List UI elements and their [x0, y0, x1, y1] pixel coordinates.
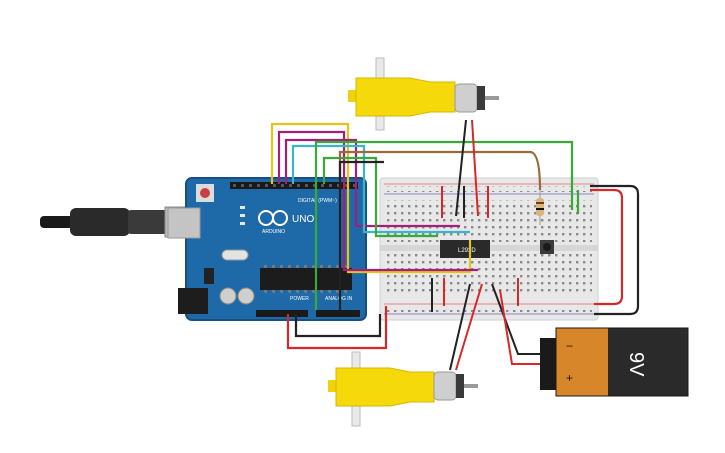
- wire-motor1-black[interactable]: [455, 119, 467, 217]
- crystal-oscillator: [221, 249, 249, 261]
- voltage-regulator: [204, 268, 214, 284]
- wire-motor2-black[interactable]: [449, 283, 471, 371]
- wire-magenta-1[interactable]: [277, 130, 478, 272]
- digital-header[interactable]: [230, 182, 358, 189]
- capacitor: [219, 287, 237, 305]
- dc-motor-top[interactable]: [348, 57, 499, 131]
- capacitor: [237, 287, 255, 305]
- wire-magenta-2[interactable]: [284, 138, 460, 228]
- board-brand-label: ARDUINO: [262, 229, 285, 235]
- dc-motor-bottom[interactable]: [328, 351, 478, 427]
- usb-port: [167, 207, 201, 239]
- resistor[interactable]: [536, 190, 544, 225]
- wire-yellow[interactable]: [270, 122, 472, 274]
- jumper-red[interactable]: [441, 186, 519, 306]
- push-button[interactable]: [540, 240, 554, 254]
- chip-label: L293D: [458, 248, 476, 254]
- power-header[interactable]: [256, 310, 308, 317]
- arduino-logo-icon: [258, 210, 288, 226]
- led-l: [240, 206, 245, 209]
- battery-voltage-label: 9V: [625, 352, 647, 377]
- board-model-label: UNO: [292, 214, 314, 225]
- battery-plus-symbol: +: [566, 371, 573, 385]
- led-rx: [240, 222, 245, 225]
- analog-header[interactable]: [316, 310, 360, 317]
- wire-battery-black[interactable]: [491, 283, 548, 355]
- digital-header-label: DIGITAL (PWM~): [298, 198, 337, 204]
- led-tx: [240, 214, 245, 217]
- wire-green-1[interactable]: [314, 140, 574, 310]
- wire-motor1-red[interactable]: [471, 119, 479, 217]
- wire-black-gnd[interactable]: [294, 314, 382, 338]
- wire-brown[interactable]: [338, 150, 542, 191]
- battery-minus-symbol: −: [566, 339, 573, 353]
- power-jack: [178, 288, 208, 314]
- power-header-label: POWER: [290, 296, 309, 302]
- analog-header-label: ANALOG IN: [325, 296, 353, 302]
- wire-motor2-red[interactable]: [455, 283, 483, 371]
- l293d-chip[interactable]: L293D: [440, 240, 490, 258]
- wire-black-arduino[interactable]: [338, 160, 384, 310]
- wire-red-rail[interactable]: [590, 188, 624, 306]
- wire-battery-red[interactable]: [499, 289, 548, 365]
- arduino-uno-board[interactable]: DIGITAL (PWM~) UNO ARDUINO: [167, 177, 367, 321]
- battery-9v[interactable]: 9V − +: [540, 327, 689, 397]
- reset-button[interactable]: [196, 184, 214, 202]
- atmega-chip: [260, 265, 352, 293]
- wire-red-5v[interactable]: [286, 306, 388, 350]
- wire-black-rail[interactable]: [590, 184, 640, 316]
- wire-cyan[interactable]: [291, 144, 470, 234]
- jumper-black[interactable]: [431, 186, 465, 312]
- wire-green-2[interactable]: [322, 156, 438, 238]
